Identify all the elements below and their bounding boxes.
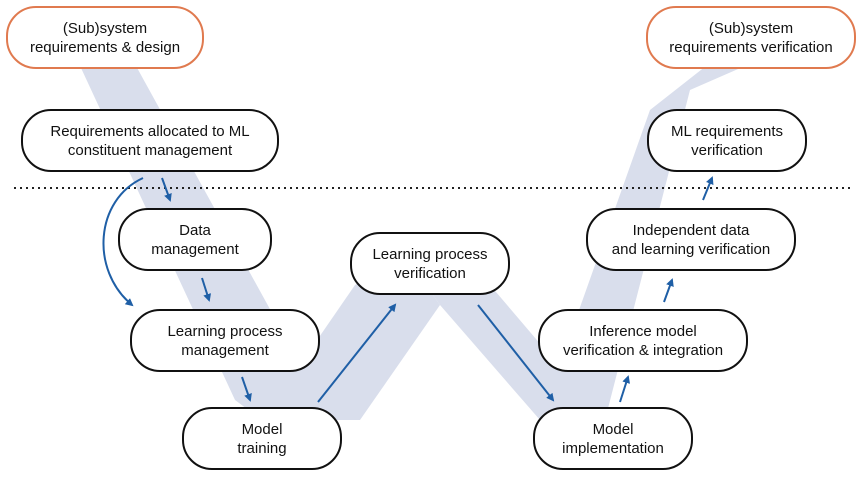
subsystem-requirements-design-node: (Sub)system requirements & design (6, 6, 204, 69)
arrow-independent-to-ml-req (702, 176, 714, 201)
node-label: Learning process verification (372, 245, 488, 282)
node-label: Inference model verification & integrati… (562, 322, 724, 359)
inference-model-verification-node: Inference model verification & integrati… (538, 309, 748, 372)
node-label: Requirements allocated to ML constituent… (50, 122, 250, 159)
subsystem-requirements-verification-node: (Sub)system requirements verification (646, 6, 856, 69)
data-management-node: Data management (118, 208, 272, 271)
arrow-verification-to-implementation (477, 304, 555, 402)
band-middle-rise (262, 255, 440, 420)
arrow-training-to-verification (317, 303, 397, 403)
flow-arrows (102, 176, 714, 403)
node-label: Learning process management (167, 322, 283, 359)
ml-requirements-verification-node: ML requirements verification (647, 109, 807, 172)
node-label: ML requirements verification (671, 122, 783, 159)
independent-verification-node: Independent data and learning verificati… (586, 208, 796, 271)
node-label: (Sub)system requirements & design (29, 19, 181, 56)
arrow-learning-mgmt-to-training (241, 376, 252, 402)
arrow-inference-to-independent (663, 278, 674, 303)
model-implementation-node: Model implementation (533, 407, 693, 470)
learning-process-management-node: Learning process management (130, 309, 320, 372)
arrow-impl-to-inference (619, 375, 630, 403)
node-label: Model training (237, 420, 287, 457)
node-label: Independent data and learning verificati… (611, 221, 771, 258)
arrow-req-to-learning-mgmt (102, 177, 144, 307)
node-label: (Sub)system requirements verification (669, 19, 833, 56)
arrow-data-to-learning-mgmt (201, 277, 211, 302)
node-label: Data management (151, 221, 239, 258)
model-training-node: Model training (182, 407, 342, 470)
arrow-req-to-data (161, 177, 172, 202)
node-label: Model implementation (562, 420, 664, 457)
learning-process-verification-node: Learning process verification (350, 232, 510, 295)
requirements-allocated-node: Requirements allocated to ML constituent… (21, 109, 279, 172)
